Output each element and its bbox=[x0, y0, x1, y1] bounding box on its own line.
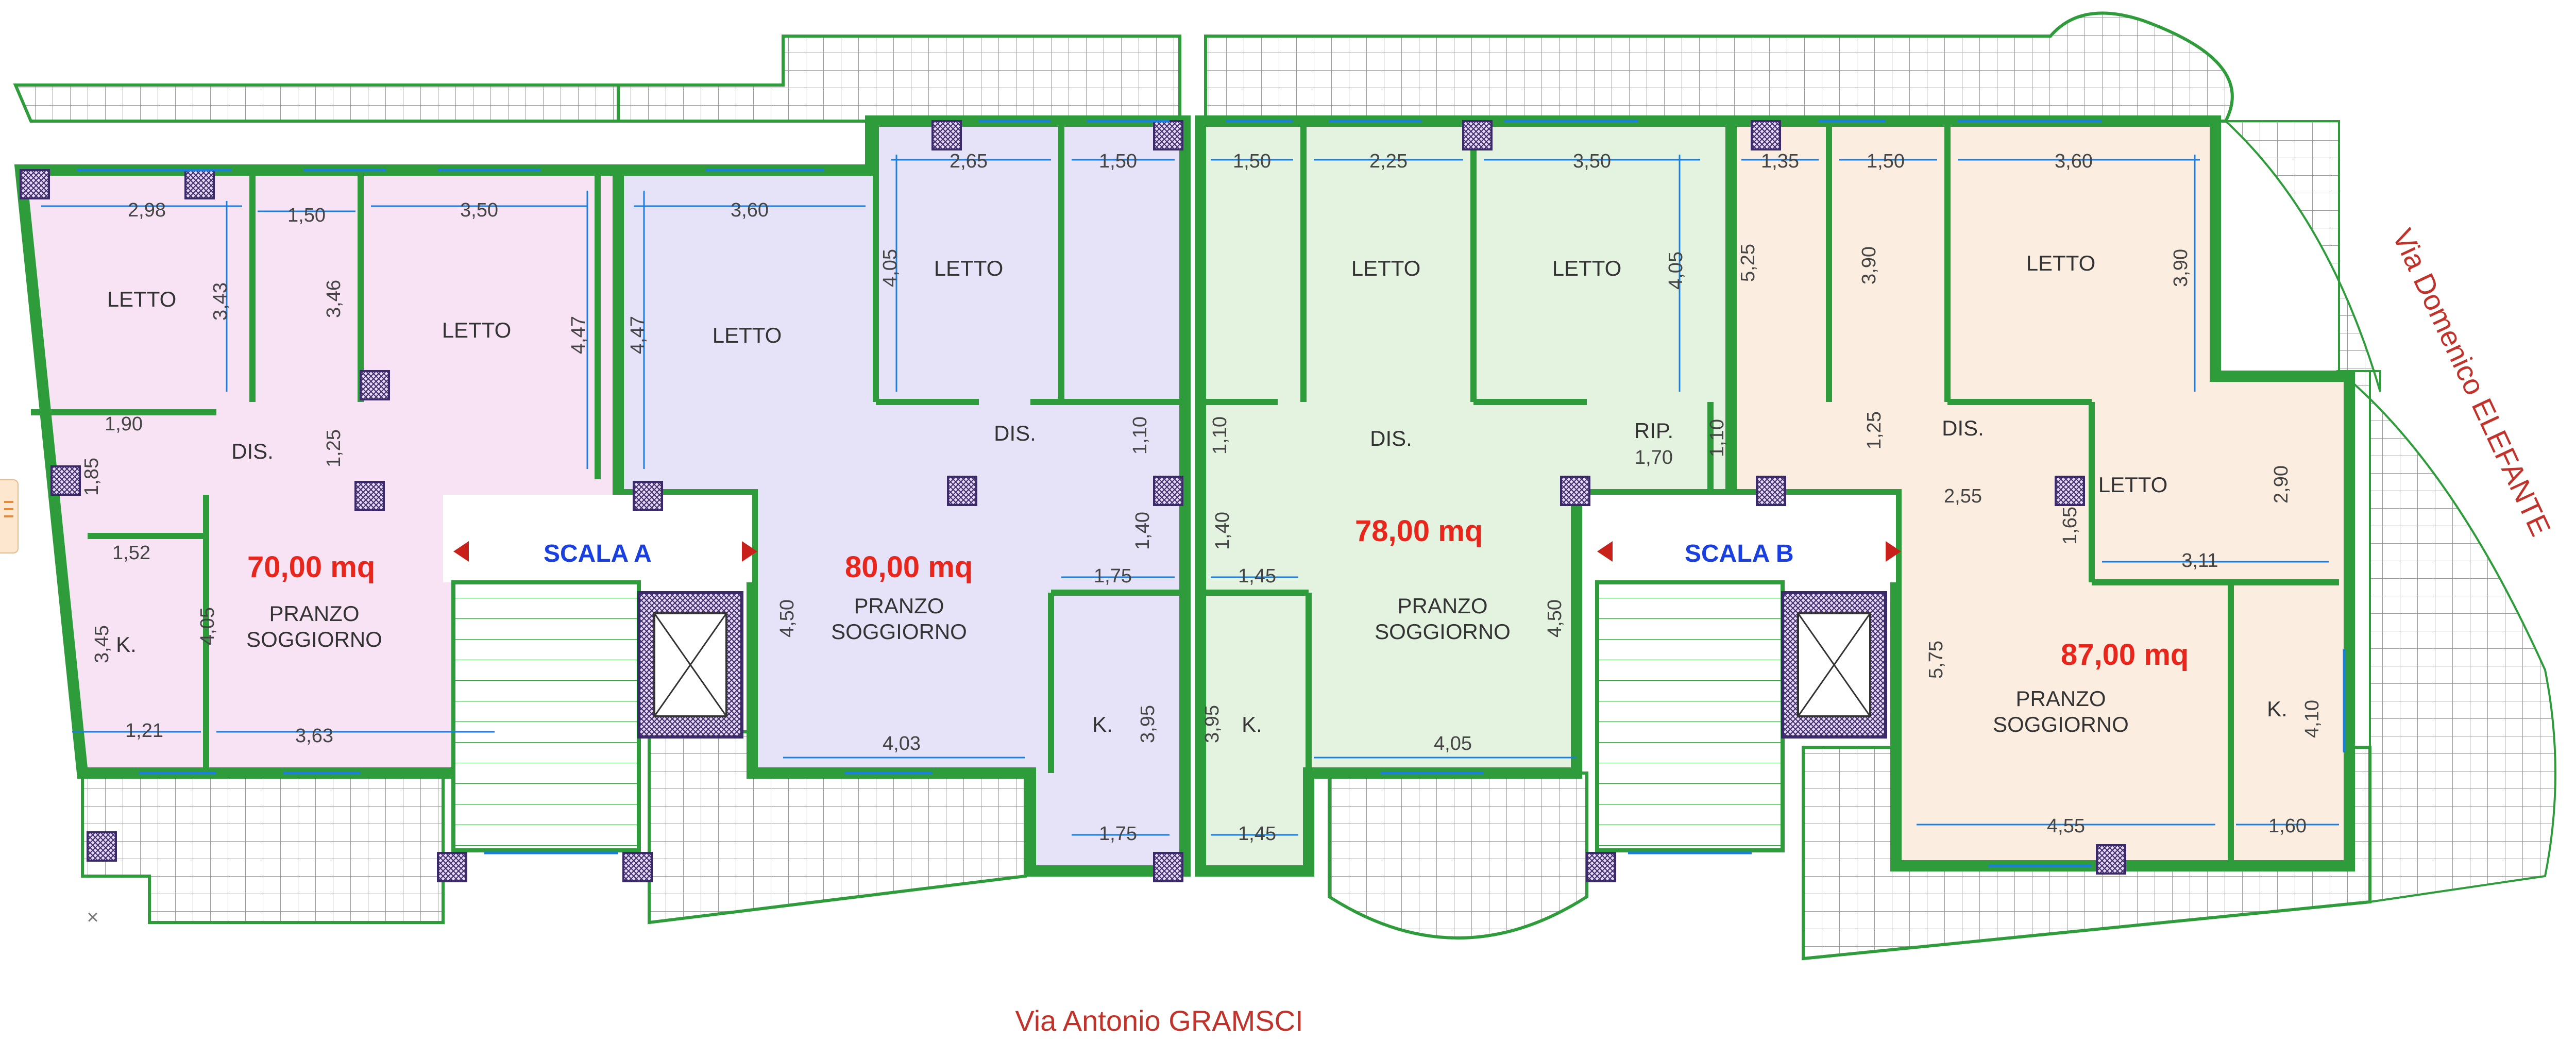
stair-label-b: SCALA B bbox=[1685, 540, 1794, 567]
dim-label: 1,45 bbox=[1238, 823, 1276, 845]
dim-label: 1,75 bbox=[1099, 823, 1137, 845]
room-label-pranzo-1: PRANZO bbox=[269, 601, 359, 626]
dim-label: 1,35 bbox=[1761, 150, 1799, 172]
dim-label: 1,25 bbox=[1863, 411, 1885, 449]
dim-label: 3,60 bbox=[2055, 150, 2093, 172]
dim-label: 1,85 bbox=[81, 458, 103, 496]
dim-label: 1,45 bbox=[1238, 565, 1276, 587]
dim-label: 1,10 bbox=[1706, 419, 1728, 457]
room-label-soggiorno-3: SOGGIORNO bbox=[1375, 619, 1511, 644]
dim-label: 3,95 bbox=[1137, 705, 1159, 743]
dim-label: 3,50 bbox=[1573, 150, 1611, 172]
area-label-apartment-4: 87,00 mq bbox=[2061, 638, 2189, 672]
dim-label: 3,90 bbox=[1858, 246, 1880, 284]
dim-label: 4,03 bbox=[883, 733, 921, 754]
dim-label: 3,50 bbox=[460, 199, 498, 221]
dim-label: 1,10 bbox=[1129, 416, 1151, 455]
dim-label: 2,98 bbox=[128, 199, 166, 221]
dim-label: 1,50 bbox=[1233, 150, 1271, 172]
area-label-apartment-1: 70,00 mq bbox=[247, 550, 375, 584]
dim-label: 4,05 bbox=[879, 249, 901, 287]
dim-label: 4,50 bbox=[1544, 599, 1566, 637]
room-label-letto-5: LETTO bbox=[1351, 256, 1421, 280]
room-label-k-1: K. bbox=[116, 632, 137, 657]
dim-label: 4,47 bbox=[568, 316, 589, 354]
room-label-letto-4: LETTO bbox=[934, 256, 1004, 280]
dim-label: 3,90 bbox=[2170, 249, 2192, 287]
street-label-bottom: Via Antonio GRAMSCI bbox=[1015, 1004, 1303, 1037]
room-label-soggiorno-1: SOGGIORNO bbox=[246, 627, 382, 651]
dim-label: 1,75 bbox=[1094, 565, 1132, 587]
dim-label: 1,21 bbox=[125, 720, 163, 742]
dim-label: 3,11 bbox=[2181, 550, 2218, 572]
room-label-pranzo-2: PRANZO bbox=[854, 594, 944, 618]
dim-label: 1,10 bbox=[1209, 416, 1231, 455]
dim-label: 1,50 bbox=[287, 205, 326, 226]
dim-label: 4,05 bbox=[1665, 251, 1687, 290]
dim-label: 4,05 bbox=[1434, 733, 1472, 754]
dim-label: 4,47 bbox=[627, 316, 649, 354]
dim-label: 2,55 bbox=[1944, 485, 1982, 507]
dimension-lines bbox=[41, 155, 2339, 836]
dim-label: 1,70 bbox=[1635, 447, 1673, 468]
dim-label: 3,95 bbox=[1201, 705, 1223, 743]
room-label-letto-6: LETTO bbox=[1552, 256, 1622, 280]
dim-label: 1,50 bbox=[1099, 150, 1137, 172]
dim-label: 1,52 bbox=[112, 542, 150, 564]
dim-label: 4,50 bbox=[776, 599, 798, 637]
dim-label: 1,25 bbox=[323, 429, 345, 467]
room-label-k-3: K. bbox=[1242, 712, 1262, 736]
stairwells bbox=[443, 495, 1901, 852]
room-label-dis-1: DIS. bbox=[231, 439, 274, 463]
dim-label: 1,40 bbox=[1212, 512, 1233, 550]
room-label-soggiorno-4: SOGGIORNO bbox=[1993, 712, 2129, 736]
dim-label: 1,60 bbox=[2268, 815, 2307, 837]
room-label-letto-7: LETTO bbox=[2026, 251, 2096, 275]
dim-label: 5,25 bbox=[1737, 244, 1759, 282]
stair-label-a: SCALA A bbox=[544, 540, 652, 567]
dim-label: 3,43 bbox=[210, 282, 231, 321]
dim-label: 4,10 bbox=[2301, 700, 2323, 738]
room-label-letto-1: LETTO bbox=[107, 287, 177, 311]
dim-label: 3,63 bbox=[295, 725, 333, 747]
windows bbox=[77, 120, 2346, 867]
room-label-letto-8: LETTO bbox=[2098, 473, 2168, 497]
room-label-pranzo-3: PRANZO bbox=[1397, 594, 1487, 618]
dim-label: 3,60 bbox=[731, 199, 769, 221]
room-label-k-2: K. bbox=[1092, 712, 1113, 736]
close-icon[interactable]: × bbox=[87, 906, 99, 929]
columns bbox=[20, 120, 2126, 882]
interior-walls bbox=[31, 121, 2339, 866]
grip-icon bbox=[4, 501, 13, 503]
room-label-dis-3: DIS. bbox=[1370, 426, 1412, 450]
side-panel-tab[interactable] bbox=[0, 479, 19, 553]
room-label-soggiorno-2: SOGGIORNO bbox=[831, 619, 967, 644]
area-label-apartment-2: 80,00 mq bbox=[845, 550, 973, 584]
room-label-k-4: K. bbox=[2267, 697, 2287, 721]
dim-label: 3,46 bbox=[323, 280, 345, 318]
room-label-letto-3: LETTO bbox=[713, 323, 782, 347]
dim-label: 2,25 bbox=[1369, 150, 1408, 172]
room-label-dis-4: DIS. bbox=[1942, 416, 1984, 440]
dim-label: 4,05 bbox=[197, 607, 218, 645]
room-label-pranzo-4: PRANZO bbox=[2015, 686, 2106, 711]
dim-label: 1,90 bbox=[105, 413, 143, 435]
area-label-apartment-3: 78,00 mq bbox=[1355, 514, 1483, 548]
room-label-dis-2: DIS. bbox=[994, 421, 1036, 445]
dim-label: 1,50 bbox=[1867, 150, 1905, 172]
dim-label: 4,55 bbox=[2047, 815, 2085, 837]
dim-label: 5,75 bbox=[1925, 641, 1947, 679]
dim-label: 1,65 bbox=[2059, 507, 2081, 545]
dim-label: 1,40 bbox=[1132, 512, 1154, 550]
room-label-letto-2: LETTO bbox=[442, 318, 512, 342]
dim-label: 2,90 bbox=[2270, 465, 2292, 504]
dim-label: 3,45 bbox=[91, 625, 113, 663]
room-label-rip: RIP. bbox=[1634, 418, 1673, 443]
dim-label: 2,65 bbox=[950, 150, 988, 172]
